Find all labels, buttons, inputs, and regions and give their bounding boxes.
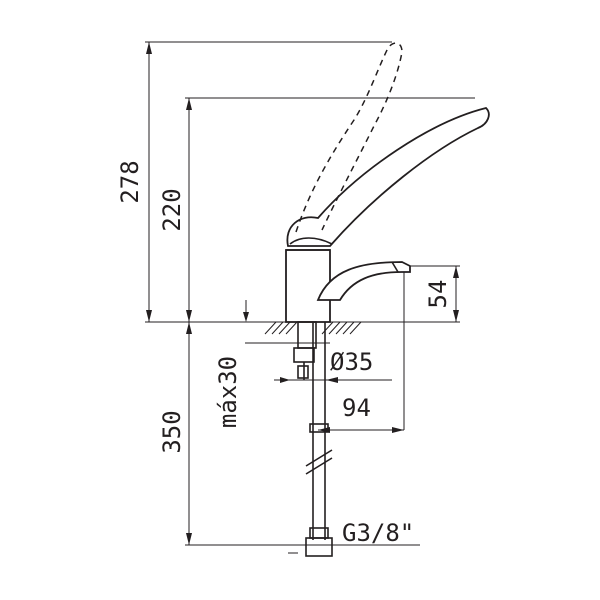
dim-connection-label: G3/8" [342,519,414,547]
dimension-lines [146,42,459,546]
dim-278-label: 278 [116,160,144,203]
fixing-and-hose [293,321,333,557]
lever-alternate-position [295,42,403,233]
dim-max30-label: máx30 [214,356,242,428]
dim-54-label: 54 [424,280,452,309]
dim-94-label: 94 [342,394,371,422]
extension-lines [145,41,475,554]
faucet-body [285,107,490,323]
dim-220-label: 220 [158,188,186,231]
dim-diameter-label: Ø35 [330,348,373,376]
dim-350-label: 350 [158,410,186,453]
countertop-hatch [264,321,362,335]
